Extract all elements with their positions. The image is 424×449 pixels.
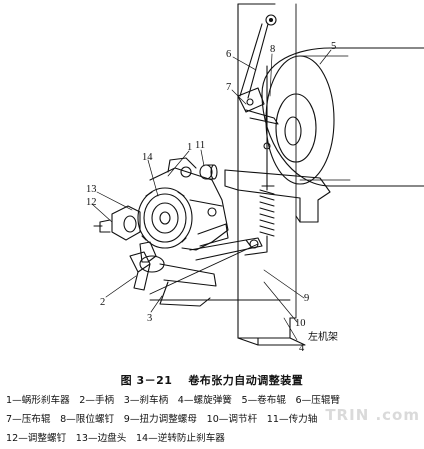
limit-screw [261,65,275,187]
caption-number: 图 3－21 [120,374,173,387]
brake-assembly [149,157,229,251]
adjusting-lever [149,237,291,301]
caption-title: 卷布张力自动调整装置 [188,374,304,387]
roll-bracket [224,169,331,223]
callout-1: 1 [187,142,192,153]
press-roller-arm [237,14,277,113]
callout-3: 3 [147,313,152,324]
figure-caption: 图 3－21 卷布张力自动调整装置 [0,372,424,388]
snail-brake-disc [137,187,193,249]
callout-6: 6 [226,49,231,60]
callout-12: 12 [86,197,97,208]
callout-5: 5 [331,41,336,52]
tension-device-diagram: 1 2 3 4 5 6 7 8 9 10 11 12 13 14 左机架 [86,3,424,354]
callout-14: 14 [142,152,153,163]
press-roller [245,109,279,125]
transmission-shaft [199,164,218,180]
callout-11: 11 [195,140,205,151]
legend-line-1: 1—蜗形刹车器 2—手柄 3—刹车柄 4—螺旋弹簧 5—卷布辊 6—压辊臂 [6,395,341,406]
frame-label: 左机架 [308,330,338,343]
callout-4: 4 [299,343,305,354]
callout-8: 8 [270,44,275,55]
edge-plate-head [93,205,141,241]
legend-line-2: 7—压布辊 8—限位螺钉 9—扭力调整螺母 10—调节杆 11—传力轴 [6,414,318,425]
coil-spring [244,149,275,256]
callout-7: 7 [226,82,231,93]
left-frame [237,3,306,346]
callout-2: 2 [100,297,105,308]
callout-labels: 1 2 3 4 5 6 7 8 9 10 11 12 13 14 左机架 [86,41,338,354]
handle [129,241,165,291]
legend-line-3: 12—调整螺钉 13—边盘头 14—逆转防止刹车器 [6,433,225,444]
callout-10: 10 [295,318,306,329]
cloth-roll [261,47,424,187]
watermark: TRIN .com [325,406,420,424]
brake-lever [159,263,217,307]
callout-leaders [91,49,332,341]
callout-9: 9 [304,293,309,304]
callout-13: 13 [86,184,97,195]
